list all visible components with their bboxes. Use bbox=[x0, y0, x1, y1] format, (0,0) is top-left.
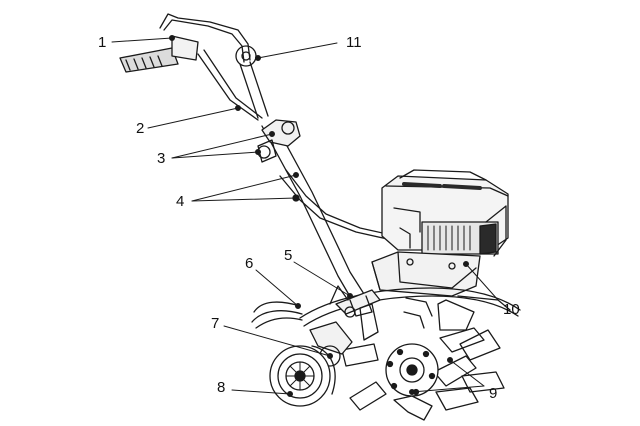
tine-shield bbox=[251, 287, 521, 329]
callout-4: 4 bbox=[176, 193, 185, 210]
callout-2: 2 bbox=[136, 120, 145, 137]
callout-10: 10 bbox=[503, 301, 520, 318]
transport-wheel bbox=[269, 321, 353, 407]
callout-8: 8 bbox=[217, 379, 226, 396]
handlebar bbox=[119, 13, 269, 121]
engine bbox=[371, 169, 509, 297]
callout-6: 6 bbox=[245, 255, 254, 272]
callout-leaders bbox=[111, 35, 499, 397]
tines bbox=[341, 295, 511, 421]
callout-7: 7 bbox=[211, 315, 220, 332]
callout-11: 11 bbox=[346, 34, 362, 51]
callout-9: 9 bbox=[489, 385, 498, 402]
callout-3: 3 bbox=[157, 150, 166, 167]
callout-5: 5 bbox=[284, 247, 293, 264]
callout-1: 1 bbox=[98, 34, 107, 51]
handle-column bbox=[257, 119, 421, 301]
drag-stake bbox=[329, 285, 349, 305]
